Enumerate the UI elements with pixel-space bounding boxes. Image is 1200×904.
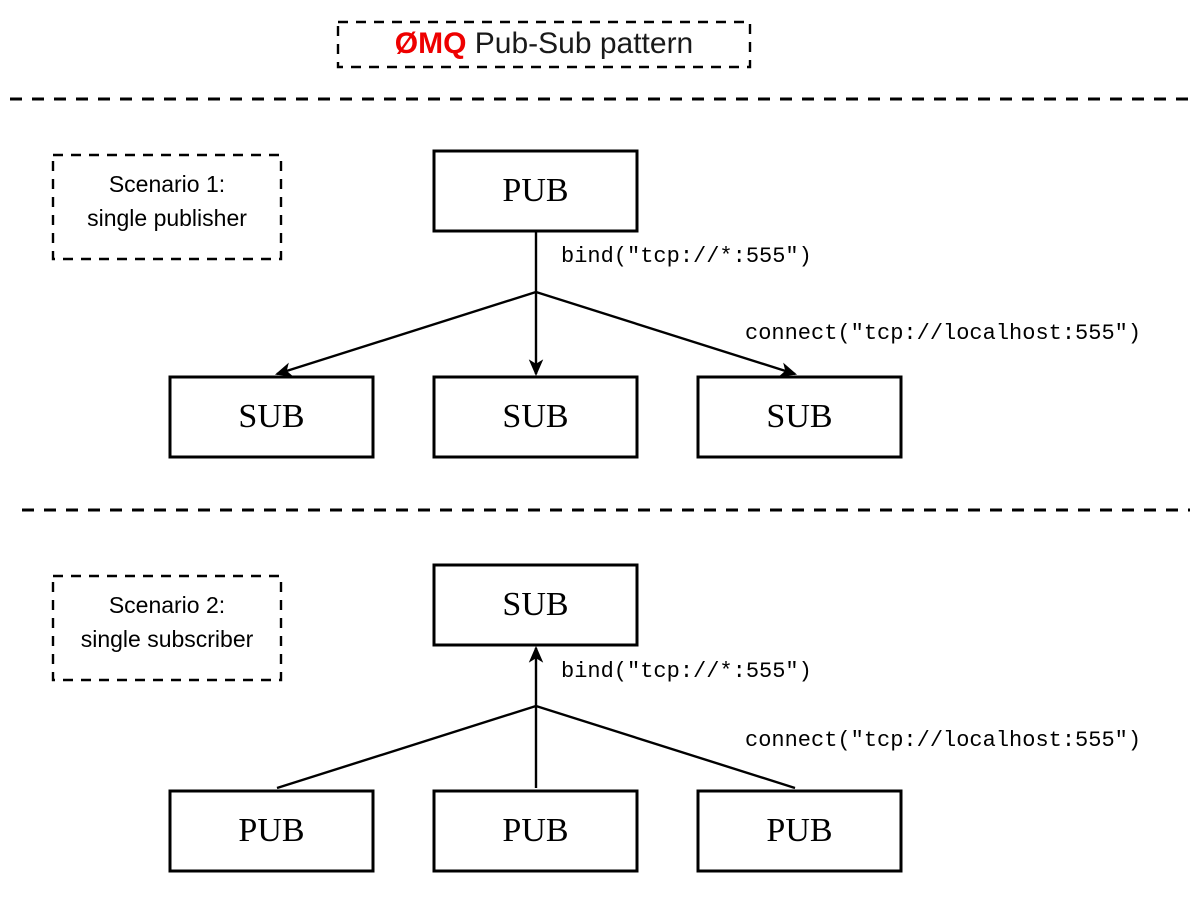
edge-pub-to-sub-right (535, 290, 798, 377)
node-pub-scenario-1[interactable] (432, 149, 639, 233)
node-sub-scenario-1-2[interactable] (432, 375, 639, 459)
bind-label-scenario-2: bind("tcp://*:555") (561, 659, 812, 684)
scenario-1-line2: single publisher (87, 205, 247, 231)
edge-pub-to-sub-left (274, 290, 537, 377)
node-sub-scenario-1-3-label: SUB (766, 398, 832, 435)
title-brand: ØMQ (395, 27, 467, 60)
scenario-2-line2: single subscriber (81, 626, 254, 652)
node-pub-scenario-2-1[interactable] (168, 789, 375, 873)
node-sub-scenario-1-1-label: SUB (238, 398, 304, 435)
bind-label-scenario-1: bind("tcp://*:555") (561, 244, 812, 269)
node-sub-scenario-2[interactable] (432, 563, 639, 647)
page-title: ØMQ Pub-Sub pattern (395, 27, 694, 60)
node-sub-scenario-1-1[interactable] (168, 375, 375, 459)
scenario-1-line1: Scenario 1: (109, 171, 225, 197)
edge-pub-right-to-sub (535, 704, 796, 790)
edge-pub-left-to-sub (276, 704, 537, 790)
node-pub-scenario-2-3[interactable] (696, 789, 903, 873)
node-pub-scenario-2-2[interactable] (432, 789, 639, 873)
node-pub-scenario-2-3-label: PUB (766, 812, 832, 849)
title-rest: Pub-Sub pattern (466, 27, 693, 60)
node-sub-scenario-1-3[interactable] (696, 375, 903, 459)
scenario-2-group: Scenario 2: single subscriber SUB bind("… (51, 563, 1141, 873)
connect-label-scenario-2: connect("tcp://localhost:555") (745, 728, 1141, 753)
connect-label-scenario-1: connect("tcp://localhost:555") (745, 321, 1141, 346)
scenario-1-label-box (51, 153, 283, 261)
scenario-1-group: Scenario 1: single publisher PUB bind("t… (51, 149, 1141, 459)
node-pub-scenario-2-2-label: PUB (502, 812, 568, 849)
scenario-2-label-box (51, 574, 283, 682)
node-sub-scenario-1-2-label: SUB (502, 398, 568, 435)
node-pub-scenario-1-label: PUB (502, 172, 568, 209)
node-pub-scenario-2-1-label: PUB (238, 812, 304, 849)
node-sub-scenario-2-label: SUB (502, 586, 568, 623)
title-box (336, 20, 752, 69)
scenario-2-line1: Scenario 2: (109, 592, 225, 618)
